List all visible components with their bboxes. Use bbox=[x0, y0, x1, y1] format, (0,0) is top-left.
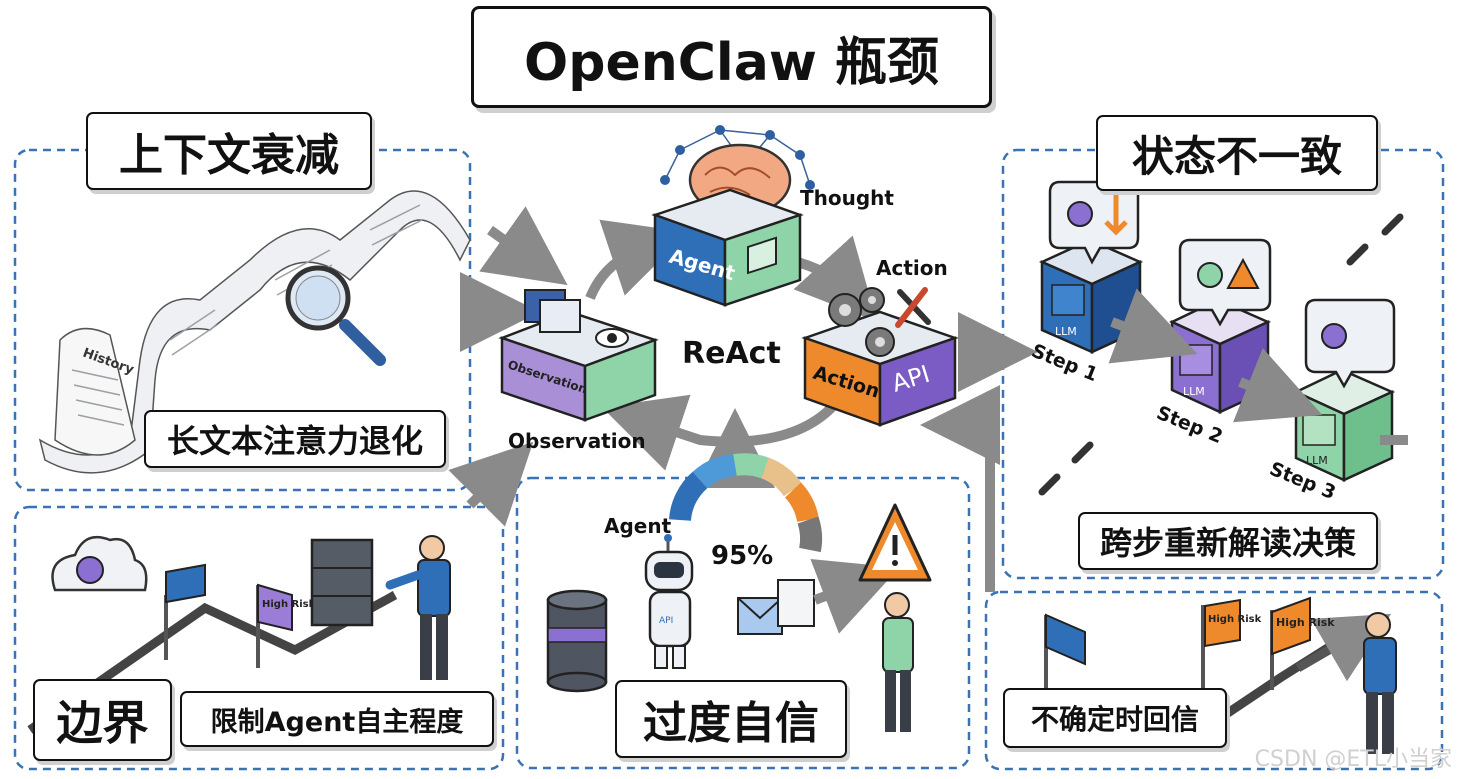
gears-icon bbox=[828, 287, 895, 357]
boundary-panel bbox=[13, 505, 505, 771]
confused-person-icon bbox=[882, 592, 914, 732]
step-arrow-1 bbox=[1108, 288, 1198, 364]
watermark: CSDN @ETL小当家 bbox=[1254, 747, 1452, 772]
callback-panel bbox=[984, 590, 1444, 771]
database-icon bbox=[546, 589, 608, 693]
blue-flag-icon bbox=[164, 563, 206, 660]
robot-badge-label: API bbox=[659, 616, 673, 626]
high-risk-flag-label: High Risk bbox=[262, 599, 316, 610]
wrench-icon bbox=[895, 287, 931, 328]
react-center-label: ReAct bbox=[682, 336, 781, 371]
mail-doc-icon bbox=[737, 579, 815, 635]
thought-label: Thought bbox=[800, 186, 894, 210]
callback-arrow bbox=[1295, 613, 1392, 682]
action-label: Action bbox=[876, 256, 948, 280]
state-inconsistency-title: 状态不一致 bbox=[1096, 115, 1378, 191]
robot-icon: API bbox=[644, 534, 694, 669]
magnifier-icon bbox=[285, 265, 386, 366]
person-icon bbox=[385, 535, 451, 680]
boundary-title: 边界 bbox=[33, 679, 172, 761]
callback-title: 不确定时回信 bbox=[1003, 688, 1227, 748]
llm-cube-step-1: LLM bbox=[1038, 180, 1144, 354]
callback-high-risk-flag-2: High Risk bbox=[1270, 596, 1335, 690]
llm-cube-step-3: LLM bbox=[1293, 298, 1396, 482]
loop-arrow-action-obs bbox=[602, 394, 844, 471]
context-decay-subtitle: 长文本注意力退化 bbox=[144, 410, 446, 468]
action-api-block: Action API bbox=[801, 310, 959, 427]
arrow-in-1 bbox=[479, 206, 568, 286]
arrow-callback bbox=[920, 385, 1000, 592]
context-decay-title: 上下文衰减 bbox=[86, 112, 372, 190]
state-inconsistency-subtitle: 跨步重新解读决策 bbox=[1078, 512, 1378, 570]
boundary-subtitle: 限制Agent自主程度 bbox=[180, 691, 494, 747]
cube-label: LLM bbox=[1306, 454, 1328, 467]
agent-block: Agent bbox=[651, 188, 804, 307]
callback-person-icon bbox=[1363, 612, 1397, 754]
overconfidence-title: 过度自信 bbox=[615, 680, 847, 758]
callback-blue-flag-icon bbox=[1044, 613, 1086, 690]
page-title: OpenClaw 瓶颈 bbox=[471, 6, 992, 108]
confidence-value: 95% bbox=[711, 541, 774, 571]
high-risk-flag-icon: High Risk bbox=[256, 583, 316, 668]
observation-label: Observation bbox=[508, 429, 646, 453]
overconfidence-arrow bbox=[810, 558, 900, 634]
callback-flag-1-label: High Risk bbox=[1208, 614, 1262, 625]
confidence-gauge bbox=[669, 453, 823, 553]
history-scroll: History bbox=[38, 190, 471, 474]
step-arrow-2 bbox=[1233, 348, 1323, 423]
arrow-in-3 bbox=[448, 441, 534, 527]
warning-icon bbox=[858, 503, 932, 582]
observation-block: Observation bbox=[498, 289, 659, 422]
server-rack-icon bbox=[310, 538, 374, 627]
callback-flag-2-label: High Risk bbox=[1276, 616, 1335, 629]
broken-link-icon bbox=[1038, 213, 1404, 496]
loop-arrow-obs-agent bbox=[585, 219, 688, 300]
cube-label: LLM bbox=[1055, 325, 1077, 338]
callback-high-risk-flag-1: High Risk bbox=[1201, 598, 1262, 700]
cube-label: LLM bbox=[1183, 385, 1205, 398]
cloud-gear-icon bbox=[51, 535, 148, 592]
overconfidence-agent-label: Agent bbox=[604, 514, 672, 538]
